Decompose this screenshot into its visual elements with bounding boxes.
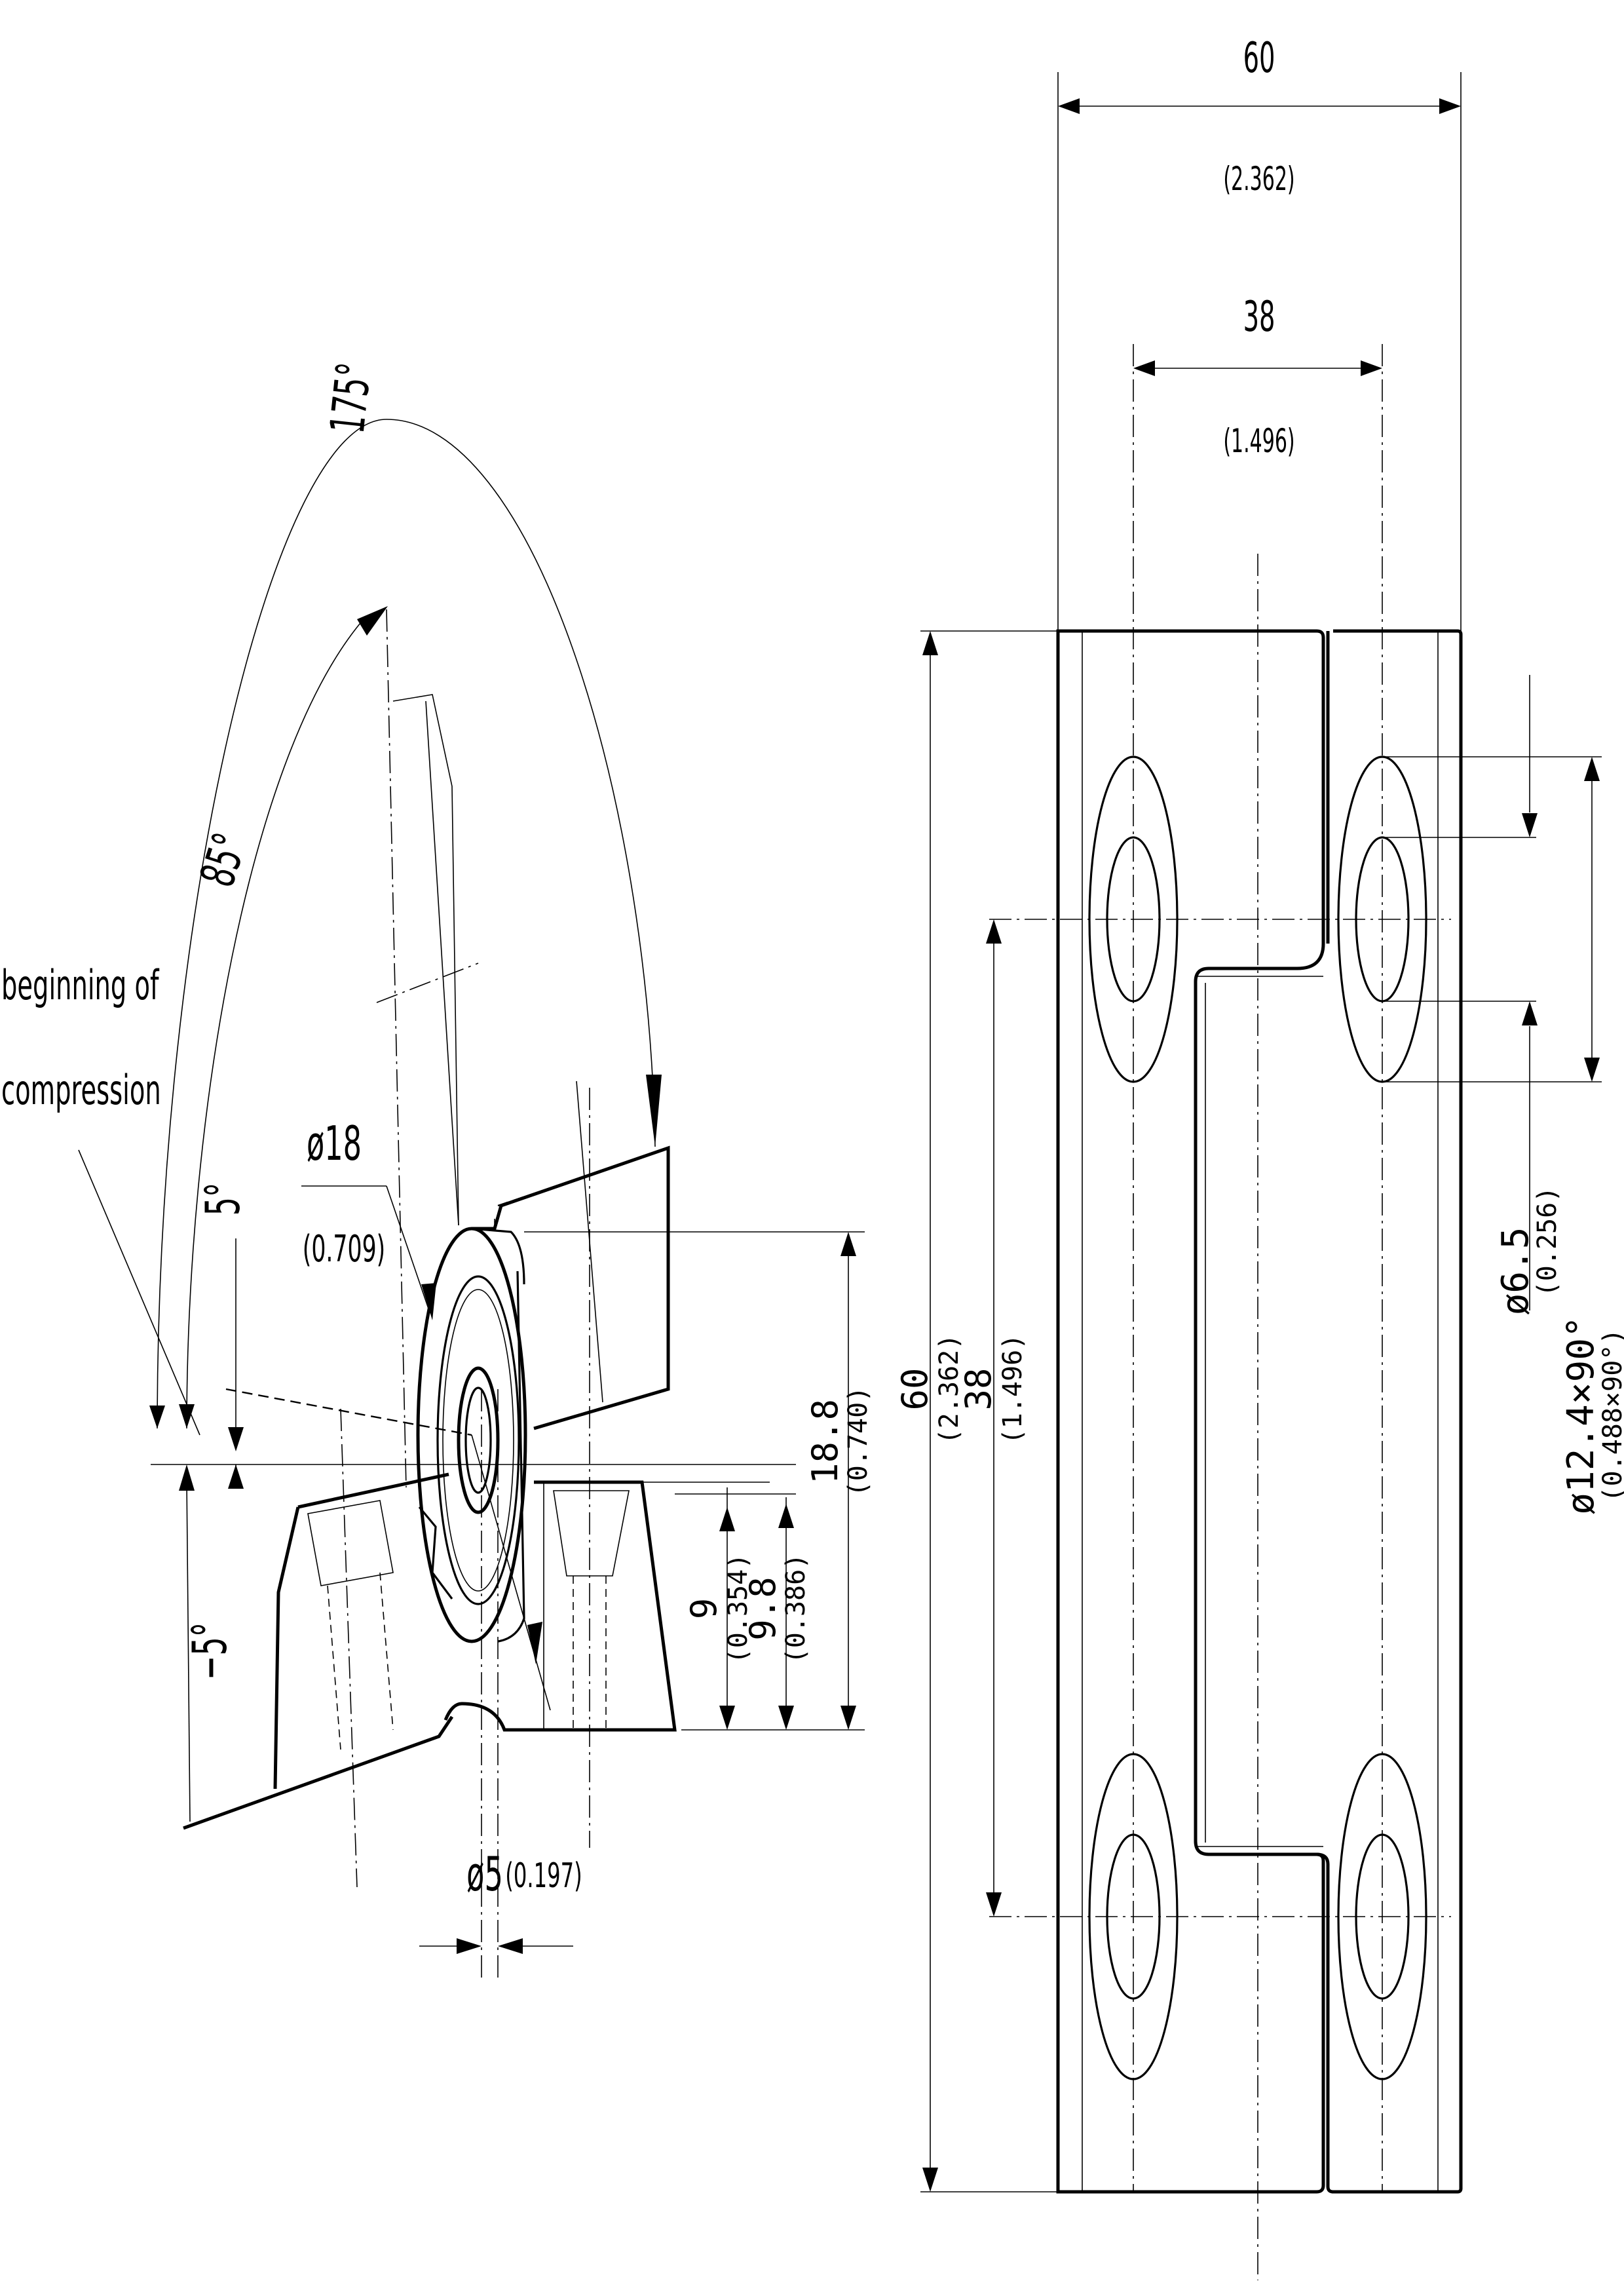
dim-9-inch: (0.354) bbox=[723, 1554, 753, 1664]
hole-top-left bbox=[1088, 756, 1179, 1083]
dim-countersink-value: ø12.4×90° bbox=[1560, 1316, 1602, 1514]
dim-pin-diameter-inch: (0.197) bbox=[505, 1856, 582, 1896]
dim-height-60: 60 (2.362) bbox=[894, 630, 1058, 2192]
upper-leaf-rotated bbox=[376, 609, 670, 1488]
dim-hole-spacing-38: 38 (1.496) bbox=[1133, 293, 1382, 460]
barrel-leader bbox=[471, 1434, 551, 1711]
dim-vertical-38-inch: (1.496) bbox=[998, 1334, 1028, 1445]
front-view-right-leaf-outline bbox=[1316, 629, 1463, 2194]
lower-leaf-left bbox=[183, 1389, 499, 1979]
barrel-leader-arrow bbox=[527, 1622, 542, 1664]
compression-line bbox=[225, 1388, 472, 1436]
dim-pin-diameter: ø5 (0.197) bbox=[419, 1847, 582, 1954]
front-view: 60 (2.362) 38 (1.496) 60 (2.362) 38 bbox=[894, 34, 1624, 2280]
dim-hole-diameters: ø6.5 (0.256) ø12.4×90° (0.488×90°) bbox=[1382, 675, 1624, 1515]
dim-18-8-value: 18.8 bbox=[804, 1399, 846, 1484]
side-view: 175° 85° 5° −5° beginning of compression… bbox=[1, 360, 873, 1979]
dim-pin-diameter-value: ø5 bbox=[466, 1847, 503, 1902]
dim-9-value: 9 bbox=[683, 1598, 725, 1620]
dim-9-8-inch: (0.386) bbox=[781, 1554, 811, 1664]
dim-hole-diameter-inch: (0.256) bbox=[1532, 1187, 1562, 1297]
angle-175-label: 175° bbox=[320, 360, 383, 436]
dim-barrel-diameter: ø18 (0.709) bbox=[301, 1117, 436, 1320]
dim-side-verticals: 9 (0.354) 9.8 (0.386) 18.8 (0.740) bbox=[524, 1231, 873, 1731]
dim-countersink-inch: (0.488×90°) bbox=[1598, 1329, 1624, 1502]
angle-85-label: 85° bbox=[190, 827, 258, 893]
dim-width-60: 60 (2.362) bbox=[1057, 34, 1462, 631]
hole-bottom-right bbox=[1337, 1753, 1427, 2080]
angle-5-label: 5° bbox=[196, 1183, 251, 1216]
dim-hole-spacing-38-inch: (1.496) bbox=[1223, 422, 1294, 460]
dim-barrel-diameter-value: ø18 bbox=[307, 1117, 362, 1172]
angle-minus-5-label: −5° bbox=[183, 1622, 238, 1680]
dim-9-8-value: 9.8 bbox=[742, 1577, 784, 1641]
dim-18-8-inch: (0.740) bbox=[843, 1387, 873, 1497]
dim-height-60-inch: (2.362) bbox=[934, 1334, 964, 1445]
front-view-left-leaf-outline bbox=[1056, 629, 1325, 2194]
dim-height-60-value: 60 bbox=[894, 1368, 935, 1410]
dim-width-60-value: 60 bbox=[1243, 34, 1275, 83]
dim-vertical-38: 38 (1.496) bbox=[958, 919, 1028, 1917]
annotation-line-2: compression bbox=[1, 1067, 161, 1115]
annotation-line-1: beginning of bbox=[1, 963, 160, 1010]
arc-minus-5 bbox=[186, 1480, 191, 1822]
annotation-leader bbox=[78, 1149, 200, 1436]
lower-leaf-right bbox=[444, 1088, 677, 1848]
arc-85 bbox=[186, 619, 364, 1429]
dim-width-60-inch: (2.362) bbox=[1223, 160, 1294, 198]
dim-hole-spacing-38-value: 38 bbox=[1243, 293, 1275, 341]
dim-vertical-38-value: 38 bbox=[958, 1368, 999, 1410]
dim-barrel-diameter-inch: (0.709) bbox=[303, 1227, 385, 1270]
dim-hole-diameter-value: ø6.5 bbox=[1494, 1227, 1537, 1316]
hole-bottom-left bbox=[1088, 1753, 1179, 2080]
arc-175 bbox=[157, 419, 656, 1429]
